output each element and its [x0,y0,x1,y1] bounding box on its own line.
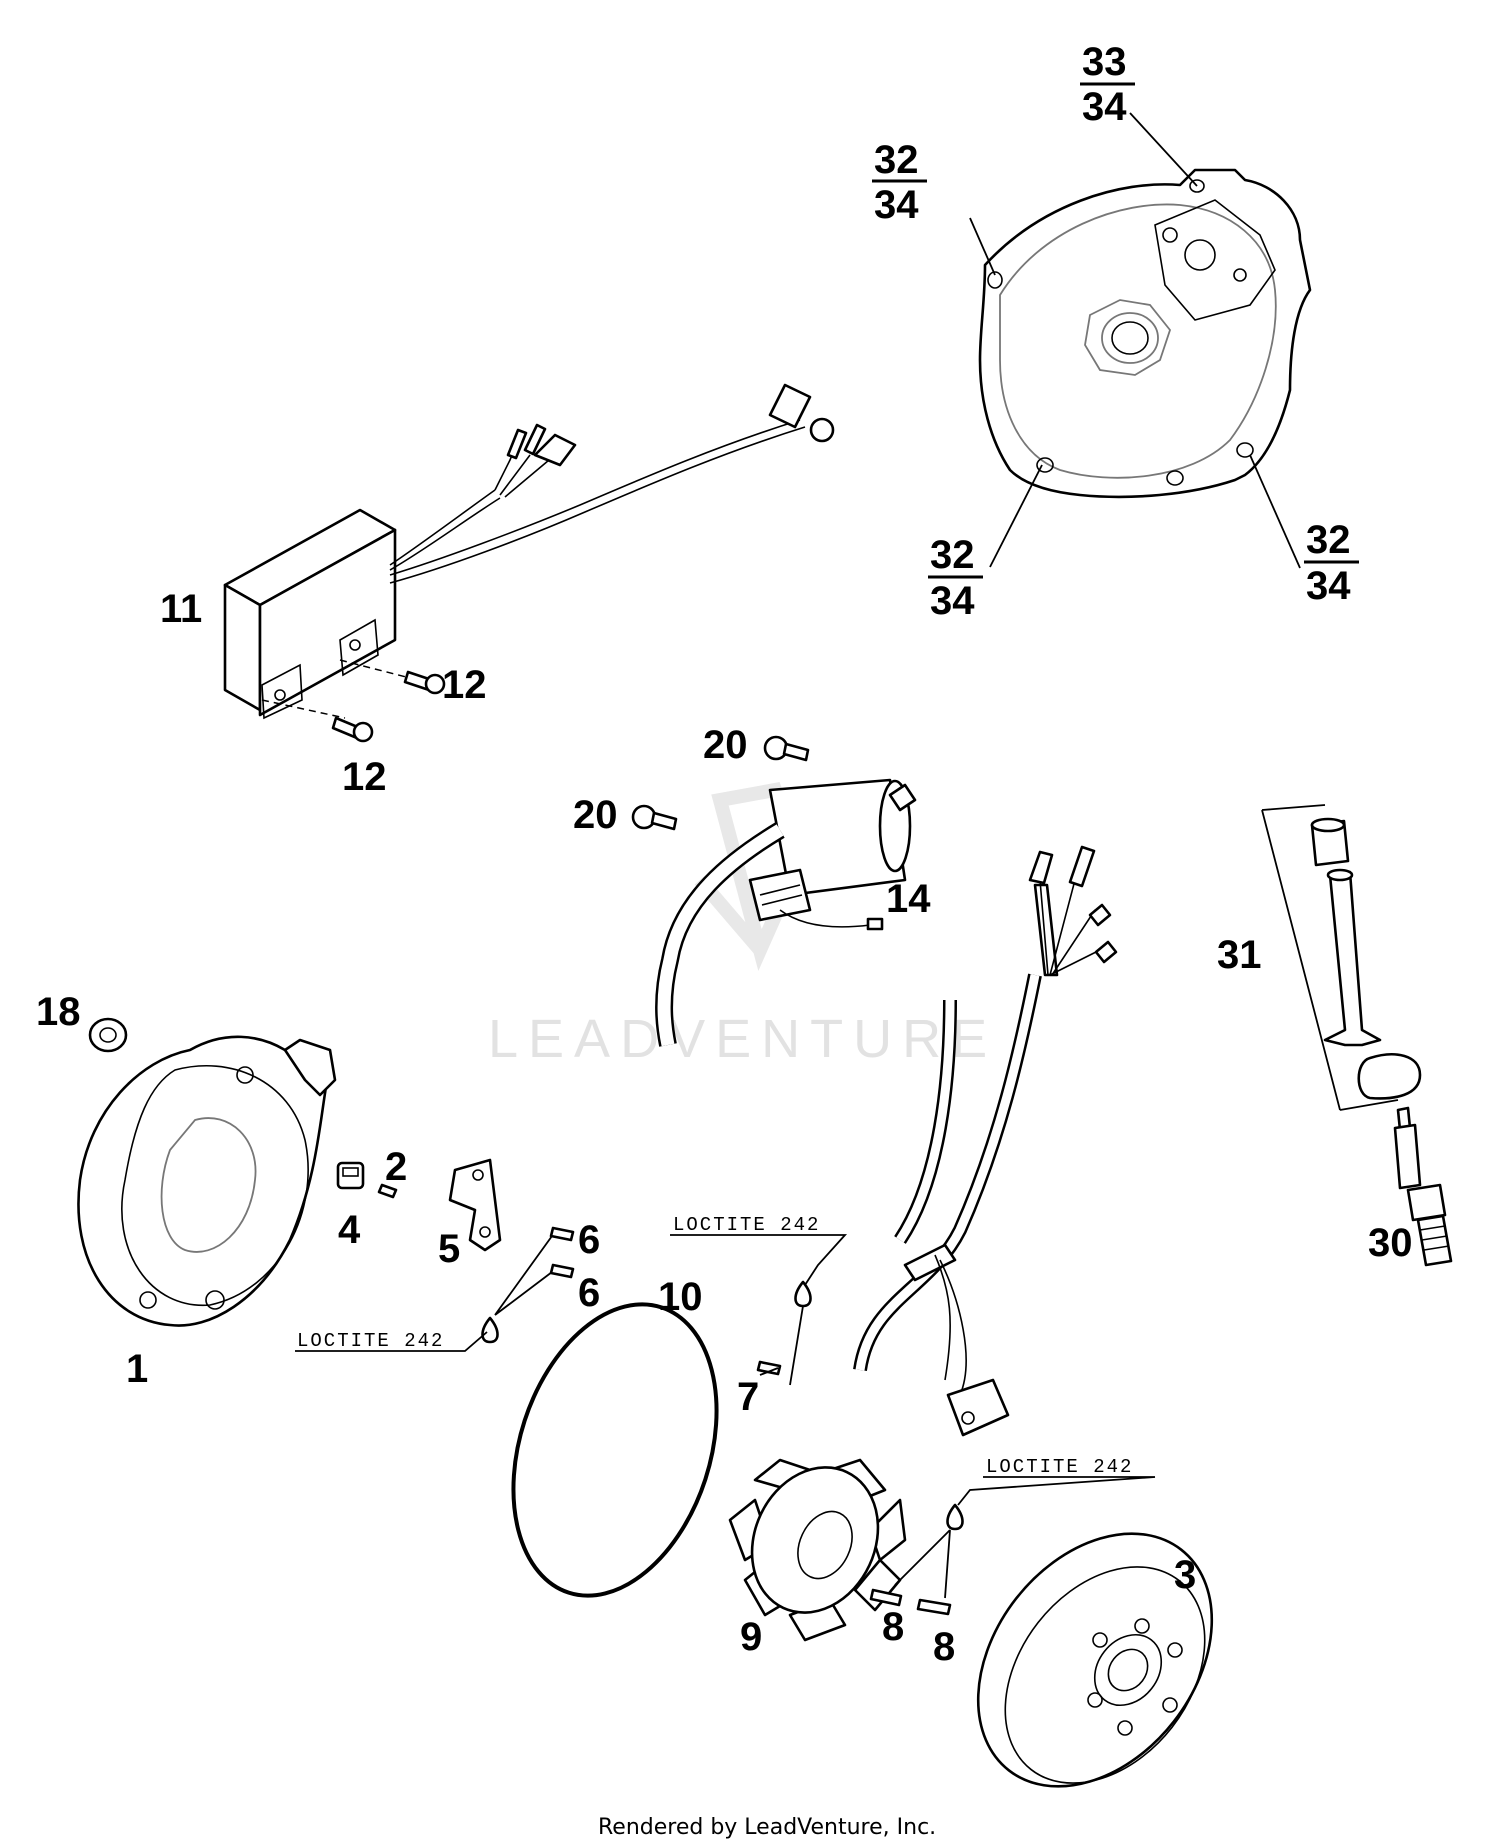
callout-14: 14 [886,877,931,921]
svg-text:LOCTITE 242: LOCTITE 242 [297,1330,444,1352]
flywheel-part-3[interactable] [930,1488,1260,1832]
callout-8-right: 8 [933,1625,955,1669]
screw-part-8-right[interactable] [916,1598,952,1616]
callout-labels: 33 34 32 34 32 34 32 34 11 12 12 20 20 1… [36,40,1413,1669]
leader-part-8 [894,1529,951,1599]
svg-text:LOCTITE 242: LOCTITE 242 [986,1456,1133,1478]
screw-part-2[interactable] [377,1183,398,1199]
callout-10: 10 [658,1275,703,1319]
o-ring-part-10[interactable] [478,1278,751,1622]
loctite-note-left: LOCTITE 242 [295,1330,488,1352]
leadventure-watermark: LEADVENTURE [488,782,997,1069]
callout-11: 11 [160,587,202,631]
cdi-unit-part-11[interactable] [223,508,411,720]
callout-7: 7 [737,1375,759,1419]
screw-part-6-lower[interactable] [549,1263,575,1279]
screw-part-20-lower[interactable] [631,804,678,831]
callout-9: 9 [740,1615,762,1659]
ignition-cover-part-1[interactable] [77,1035,337,1327]
screw-part-8-left[interactable] [869,1588,903,1607]
loctite-drop-lower [946,1503,964,1531]
callout-32-a: 32 [874,138,919,182]
callout-leaders [759,112,1301,1386]
sensor-part-4[interactable] [336,1161,365,1190]
loctite-note-upper: LOCTITE 242 [670,1214,848,1286]
callout-31: 31 [1217,933,1262,977]
callout-4: 4 [338,1208,361,1252]
loctite-drop-left [481,1316,499,1344]
callout-18: 18 [36,990,81,1034]
callout-34-c: 34 [1306,564,1351,608]
callout-34-b: 34 [930,579,975,623]
grommet-part-18[interactable] [88,1017,128,1053]
screw-part-6-upper[interactable] [549,1226,575,1242]
callout-20-lower: 20 [573,793,618,837]
stator-plate-cover[interactable] [978,168,1312,499]
callout-32-b: 32 [930,533,975,577]
leader-part-6 [494,1235,553,1316]
watermark-text: LEADVENTURE [488,1009,997,1069]
screw-part-20-upper[interactable] [763,735,810,762]
callout-34-a: 34 [874,183,919,227]
cdi-wiring-harness [389,383,835,584]
spark-plug-cap-part-31[interactable] [1261,804,1422,1111]
screw-part-12-lower[interactable] [331,716,374,743]
callout-32-c: 32 [1306,518,1351,562]
callout-12-upper: 12 [442,663,487,707]
ignition-coil-part-14[interactable] [655,778,917,1047]
stator-part-9[interactable] [728,845,1118,1642]
callout-20-upper: 20 [703,723,748,767]
callout-12-lower: 12 [342,755,387,799]
callout-2: 2 [385,1145,407,1189]
svg-text:LOCTITE 242: LOCTITE 242 [673,1214,820,1236]
callout-1: 1 [126,1347,148,1391]
bracket-part-5[interactable] [448,1158,502,1252]
footer-credit: Rendered by LeadVenture, Inc. [598,1815,936,1840]
callout-6-upper: 6 [578,1218,600,1262]
screw-part-12-upper[interactable] [403,670,446,695]
callout-6-lower: 6 [578,1271,600,1315]
callout-3: 3 [1174,1553,1196,1597]
callout-34-top: 34 [1082,85,1127,129]
screw-part-7[interactable] [756,1360,782,1376]
loctite-note-lower: LOCTITE 242 [957,1456,1156,1506]
callout-5: 5 [438,1227,460,1271]
callout-33: 33 [1082,40,1127,84]
loctite-drop-upper [794,1280,812,1308]
callout-30: 30 [1368,1221,1413,1265]
spark-plug-part-30[interactable] [1393,1106,1453,1267]
callout-8-left: 8 [882,1605,904,1649]
